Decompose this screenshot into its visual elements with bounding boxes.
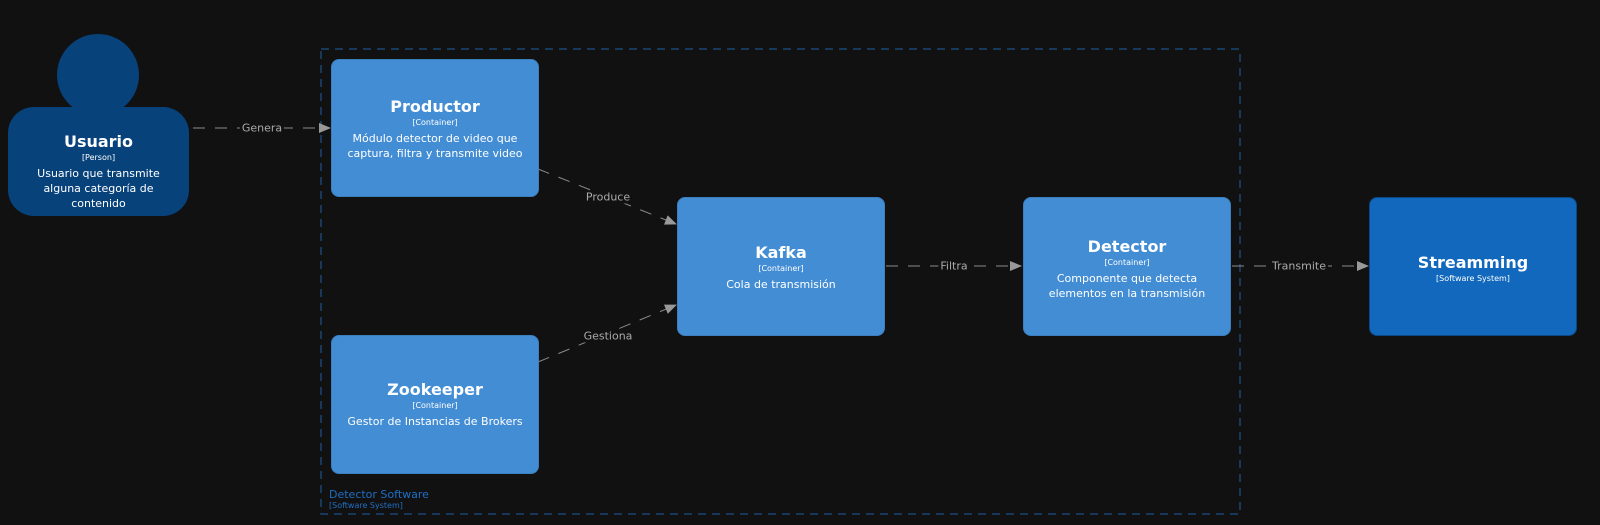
zookeeper-tag: [Container]: [412, 401, 458, 410]
zookeeper-description: Gestor de Instancias de Brokers: [347, 415, 523, 428]
boundary-frame: [320, 48, 1241, 515]
person-title: Usuario: [63, 132, 134, 151]
detector-tag: [Container]: [1104, 258, 1150, 267]
relation-label-produce: Produce: [583, 190, 633, 204]
container-kafka[interactable]: Kafka [Container] Cola de transmisión: [677, 197, 885, 336]
streamming-title: Streamming: [1417, 253, 1529, 272]
productor-title: Productor: [390, 97, 480, 116]
productor-tag: [Container]: [412, 118, 458, 127]
container-productor[interactable]: Productor [Container] Módulo detector de…: [331, 59, 539, 197]
kafka-tag: [Container]: [758, 264, 804, 273]
boundary-title: Detector Software: [329, 488, 429, 501]
person-head-icon: [57, 34, 139, 116]
kafka-description: Cola de transmisión: [726, 278, 836, 291]
relation-label-transmite: Transmite: [1270, 259, 1328, 273]
container-zookeeper[interactable]: Zookeeper [Container] Gestor de Instanci…: [331, 335, 539, 474]
streamming-tag: [Software System]: [1436, 274, 1510, 283]
person-tag: [Person]: [81, 153, 116, 162]
relation-label-gestiona: Gestiona: [581, 329, 635, 343]
kafka-title: Kafka: [755, 243, 807, 262]
productor-description: Módulo detector de video que captura, fi…: [347, 132, 523, 160]
boundary-label: Detector Software [Software System]: [329, 488, 429, 510]
person-description: Usuario que transmite alguna categoría d…: [37, 167, 160, 210]
software-system-streamming[interactable]: Streamming [Software System]: [1369, 197, 1577, 336]
detector-description: Componente que detecta elementos en la t…: [1048, 272, 1206, 300]
relation-label-filtra: Filtra: [938, 259, 970, 273]
zookeeper-title: Zookeeper: [387, 380, 483, 399]
detector-title: Detector: [1087, 237, 1167, 256]
relation-label-genera: Genera: [239, 121, 285, 135]
container-detector[interactable]: Detector [Container] Componente que dete…: [1023, 197, 1231, 336]
person-body: Usuario [Person] Usuario que transmite a…: [8, 107, 189, 216]
boundary-tag: [Software System]: [329, 501, 403, 510]
